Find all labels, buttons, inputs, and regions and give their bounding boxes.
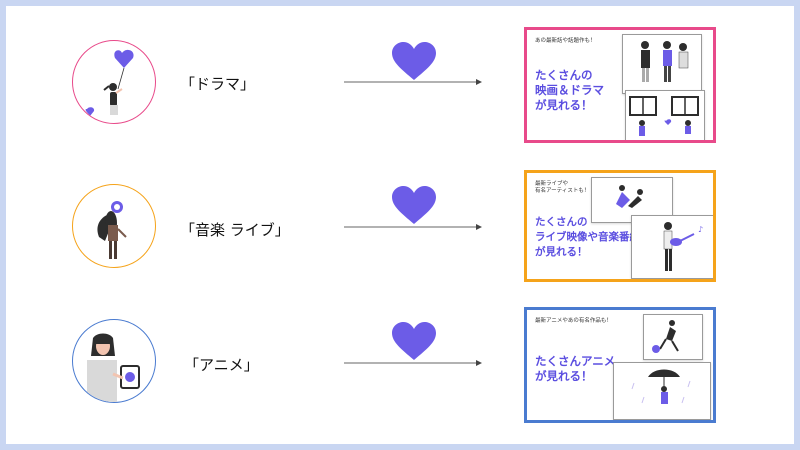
heart-icon [392, 186, 436, 224]
drama-label: 「ドラマ」 [180, 75, 256, 93]
couple-figures-icon [641, 41, 689, 82]
drama-photo-2 [625, 90, 705, 140]
arrow-right-icon [344, 79, 482, 85]
slide: 「ドラマ」 あの最新話や話題作も！ たくさんの 映画＆ドラマ が見れる！ [6, 6, 794, 444]
woman-with-heart-balloon-icon [85, 49, 134, 116]
arrow-right-icon [344, 360, 482, 366]
anime-label: 「アニメ」 [184, 356, 259, 374]
drama-card: あの最新話や話題作も！ たくさんの 映画＆ドラマ が見れる！ [524, 27, 716, 143]
anime-illustration-circle [72, 319, 156, 403]
heart-icon [392, 42, 436, 80]
drama-card-title: たくさんの 映画＆ドラマ が見れる！ [535, 68, 604, 112]
music-illustration-circle [72, 184, 156, 268]
drama-photo-1 [622, 34, 702, 94]
music-live-card: 最新ライブや 有名アーティストも！ たくさんの ライブ映像や音楽番組 が見れる！… [524, 170, 716, 282]
music-live-card-subtitle: 最新ライブや 有名アーティストも！ [535, 181, 590, 194]
drama-illustration-circle [72, 40, 156, 124]
running-figure-icon [652, 320, 679, 353]
heart-icon [392, 322, 436, 360]
windows-icon [629, 96, 699, 136]
arrow-right-icon [344, 224, 482, 230]
anime-card: 最新アニメやあの有名作品も！ たくさんアニメ が見れる！ [524, 307, 716, 423]
music-live-card-title: たくさんの ライブ映像や音楽番組 が見れる！ [535, 216, 640, 258]
anime-card-subtitle: 最新アニメやあの有名作品も！ [535, 318, 612, 324]
anime-card-title: たくさんアニメ が見れる！ [535, 354, 616, 383]
umbrella-rain-icon [631, 369, 691, 404]
dancers-icon [616, 185, 643, 208]
guitarist-icon: ♪ [663, 222, 703, 271]
anime-photo-2 [613, 362, 711, 420]
drama-card-subtitle: あの最新話や話題作も！ [535, 38, 596, 44]
person-with-tablet-icon [87, 333, 140, 402]
music-photo-2: ♪ [631, 215, 713, 279]
svg-text:♪: ♪ [698, 225, 703, 234]
woman-with-headphones-icon [97, 201, 127, 259]
music-live-label: 「音楽 ライブ」 [180, 221, 290, 239]
anime-photo-1 [643, 314, 703, 360]
